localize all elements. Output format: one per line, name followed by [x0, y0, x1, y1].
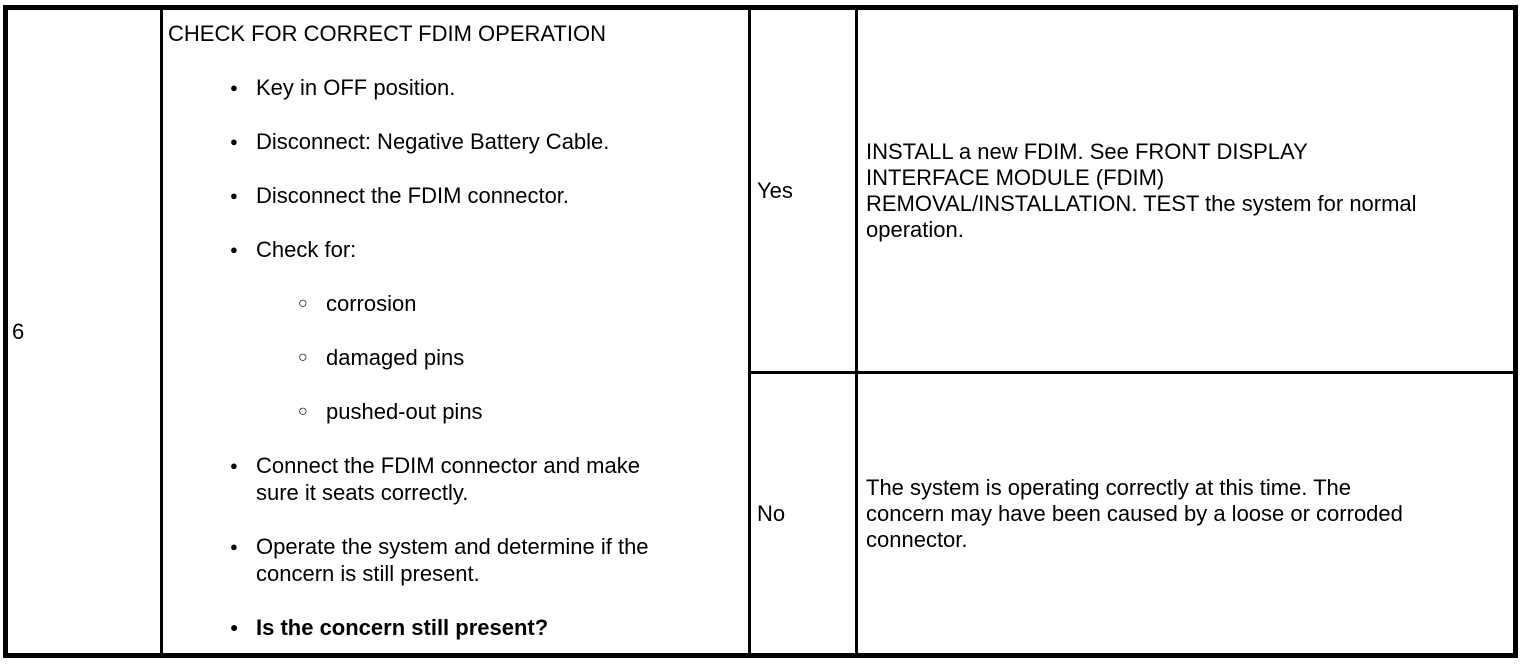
answer-no-cell: No — [751, 374, 858, 653]
bullet-item: ● Key in OFF position. — [168, 74, 742, 101]
pinpoint-test-table: 6 CHECK FOR CORRECT FDIM OPERATION ● Key… — [3, 5, 1518, 658]
sub-bullet-text: corrosion — [326, 291, 417, 316]
sub-bullet-item: ○ pushed-out pins — [168, 398, 742, 425]
bullet-icon: ● — [230, 188, 238, 203]
bullet-text: Key in OFF position. — [256, 75, 456, 100]
test-title: CHECK FOR CORRECT FDIM OPERATION — [168, 21, 606, 46]
sub-bullet-item: ○ corrosion — [168, 290, 742, 317]
bullet-text: Disconnect: Negative Battery Cable. — [256, 129, 610, 154]
bullet-text: Connect the FDIM connector and make sure… — [256, 453, 640, 505]
answer-no-label: No — [757, 500, 786, 526]
sub-bullet-text: pushed-out pins — [326, 399, 483, 424]
action-no-line: concern may have been caused by a loose … — [866, 500, 1403, 526]
sub-bullet-text: damaged pins — [326, 345, 465, 370]
sub-bullet-icon: ○ — [298, 295, 308, 312]
bullet-icon: ● — [230, 619, 239, 635]
answer-yes-label: Yes — [757, 177, 793, 203]
bullet-text: Disconnect the FDIM connector. — [256, 183, 570, 208]
bullet-item: ● Check for: — [168, 236, 742, 263]
bullet-item: ● Connect the FDIM connector and make su… — [168, 452, 742, 506]
bullet-text: Is the concern still present? — [256, 615, 549, 640]
bullet-icon: ● — [230, 80, 238, 95]
bullet-icon: ● — [230, 539, 238, 554]
bullet-icon: ● — [230, 242, 238, 257]
action-no-cell: The system is operating correctly at thi… — [858, 374, 1513, 653]
bullet-item: ● Disconnect: Negative Battery Cable. — [168, 128, 742, 155]
action-yes-cell: INSTALL a new FDIM. See FRONT DISPLAY IN… — [858, 10, 1513, 374]
step-number-cell: 6 — [8, 10, 163, 653]
action-yes-line: REMOVAL/INSTALLATION. TEST the system fo… — [866, 190, 1417, 216]
sub-bullet-icon: ○ — [298, 349, 308, 366]
bullet-icon: ● — [230, 458, 238, 473]
bullet-item: ● Operate the system and determine if th… — [168, 533, 742, 587]
sub-bullet-item: ○ damaged pins — [168, 344, 742, 371]
bullet-item-question: ● Is the concern still present? — [168, 614, 742, 641]
action-no-line: The system is operating correctly at thi… — [866, 474, 1351, 500]
action-yes-line: operation. — [866, 216, 964, 242]
action-yes-line: INSTALL a new FDIM. See FRONT DISPLAY — [866, 138, 1308, 164]
step-number: 6 — [12, 318, 25, 344]
bullet-text: Check for: — [256, 237, 357, 262]
bullet-item: ● Disconnect the FDIM connector. — [168, 182, 742, 209]
sub-bullet-icon: ○ — [298, 403, 308, 420]
instructions-cell: CHECK FOR CORRECT FDIM OPERATION ● Key i… — [163, 10, 751, 653]
bullet-text: Operate the system and determine if the … — [256, 534, 649, 586]
bullet-icon: ● — [230, 134, 238, 149]
action-yes-line: INTERFACE MODULE (FDIM) — [866, 164, 1165, 190]
answer-yes-cell: Yes — [751, 10, 858, 374]
action-no-line: connector. — [866, 526, 968, 552]
